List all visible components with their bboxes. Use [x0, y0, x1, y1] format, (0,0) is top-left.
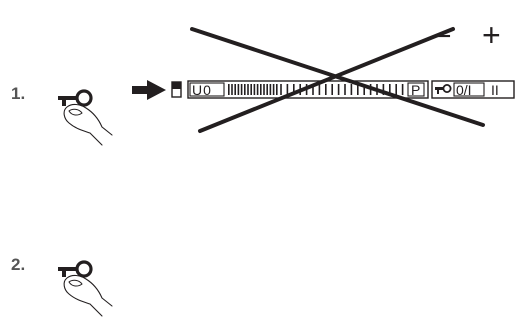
panel-display-text: U0: [192, 82, 212, 98]
minus-symbol: −: [434, 20, 452, 53]
plus-symbol: +: [482, 17, 501, 53]
step-number-2: 2.: [11, 255, 25, 274]
status-indicator-icon: [171, 81, 182, 98]
key-press-hand-icon: [56, 89, 114, 147]
key-press-hand-icon: [56, 260, 114, 318]
panel-mode-label: 0/I: [456, 82, 472, 98]
panel-p-label: P: [411, 82, 420, 98]
panel-mode-bars: II: [491, 82, 499, 98]
right-arrow-icon: [132, 80, 166, 100]
crossed-out-mark: [190, 27, 485, 133]
key-icon: [435, 84, 452, 94]
step-number-1: 1.: [11, 84, 25, 103]
control-panel: U0 P 0/I II − +: [171, 17, 515, 99]
